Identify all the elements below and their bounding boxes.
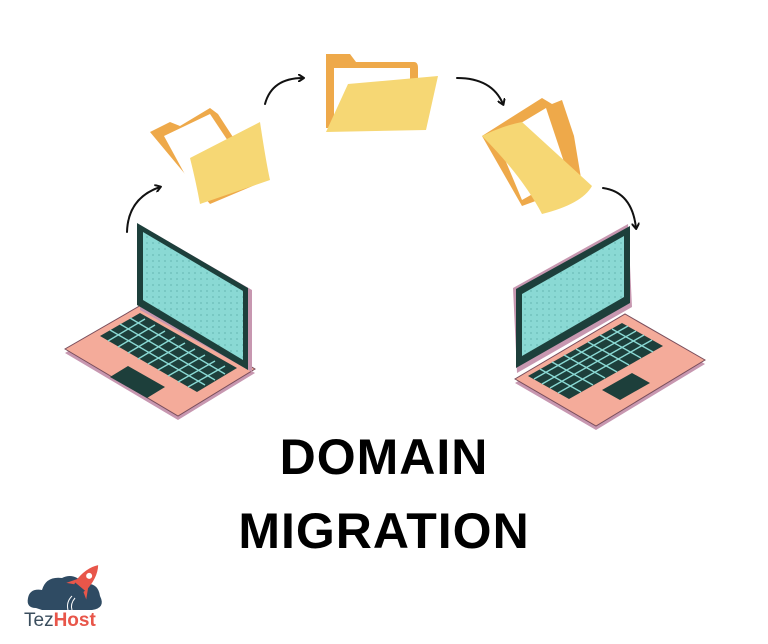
curved-arrow-icon: [264, 78, 303, 105]
curved-arrow-icon: [602, 187, 636, 228]
curved-arrow-icon: [126, 187, 160, 233]
cloud-rocket-icon: [27, 565, 102, 611]
brand-name-part2: Host: [53, 610, 96, 631]
curved-arrow-icon: [456, 77, 503, 104]
title-line-1: DOMAIN: [279, 429, 489, 485]
folder-icon: [150, 108, 270, 204]
brand-name-part1: Tez: [24, 610, 54, 631]
folder-icon: [482, 98, 592, 214]
connector-arrows: [126, 77, 636, 233]
title-line-2: MIGRATION: [238, 503, 530, 559]
source-laptop-icon: [64, 223, 256, 420]
folder-icon: [326, 54, 438, 132]
destination-laptop-icon: [513, 224, 706, 430]
brand-name: TezHost: [24, 611, 96, 630]
